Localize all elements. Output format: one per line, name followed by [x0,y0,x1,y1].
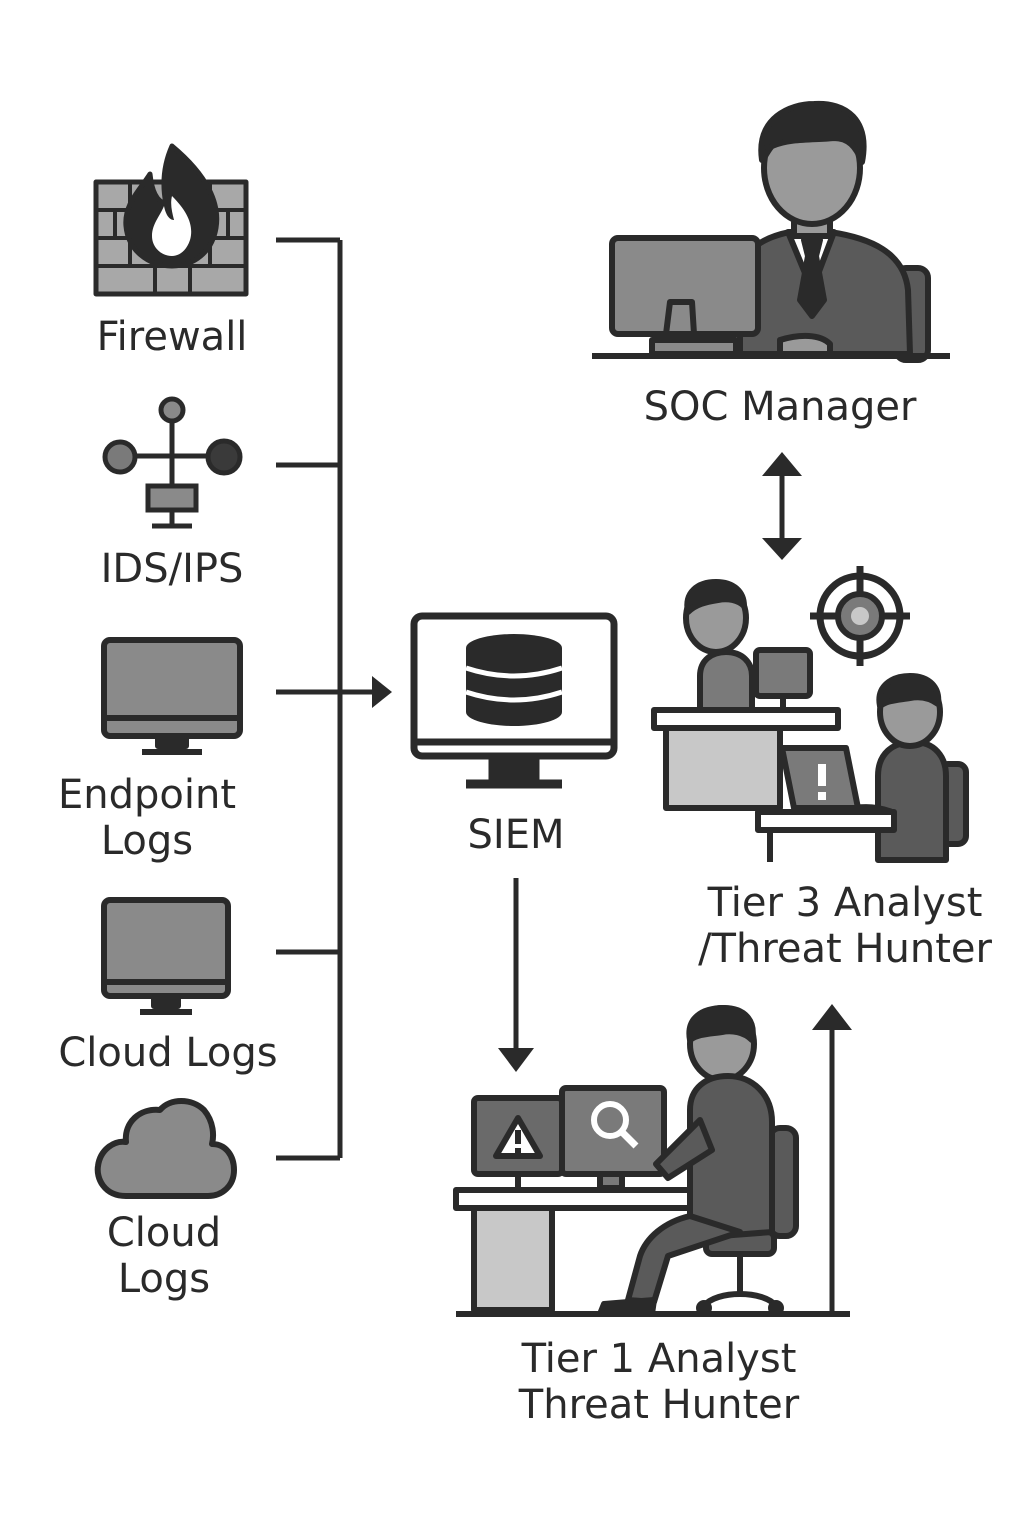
analyst-at-desk-icon [453,1005,850,1317]
tier3-label: Tier 3 Analyst /Threat Hunter [698,880,992,972]
monitor-icon [101,637,243,755]
source-label-ids-ips: IDS/IPS [100,546,244,592]
database-monitor-icon [410,612,618,789]
source-label-endpoint-logs: Endpoint Logs [57,772,237,864]
arrow-siem-to-tier1 [498,878,534,1072]
arrow-tier1-to-tier3 [812,1004,852,1314]
source-label-cloud-logs: Cloud Logs [58,1030,278,1076]
firewall-icon [93,143,249,297]
network-sensor-icon [102,396,243,529]
soc-manager-label: SOC Manager [643,384,917,430]
target-icon [810,566,910,666]
monitor-icon [101,897,231,1015]
source-label-firewall: Firewall [96,314,248,360]
arrow-manager-tier3 [762,452,802,560]
siem-label: SIEM [467,812,565,858]
arrow-sources-to-siem [276,676,392,708]
cloud-icon [94,1098,237,1199]
tier1-label: Tier 1 Analyst Threat Hunter [518,1336,800,1428]
source-label-cloud-logs-2: Cloud Logs [106,1210,222,1302]
manager-at-desk-icon [592,100,950,363]
threat-hunters-icon [651,579,969,863]
source-bracket [276,237,343,1161]
